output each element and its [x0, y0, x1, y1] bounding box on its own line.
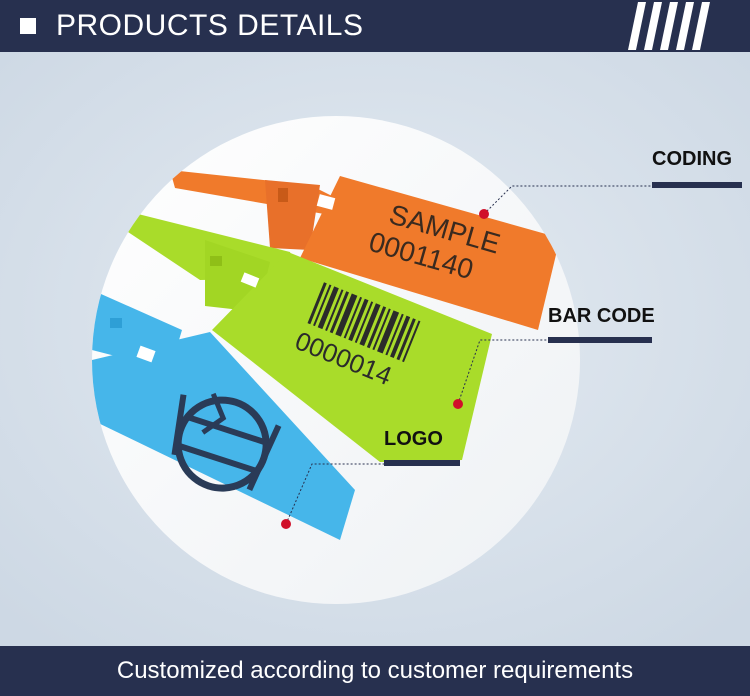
footer-text: Customized according to customer require… [116, 657, 634, 684]
barcode-marker-icon [453, 399, 463, 409]
page-title: PRODUCTS DETAILS [56, 9, 364, 42]
callout-logo: LOGO [384, 428, 443, 450]
header-bar: PRODUCTS DETAILS [0, 0, 750, 52]
callout-coding: CODING [652, 148, 732, 170]
blue-tag [92, 290, 355, 540]
orange-tag [170, 170, 560, 330]
callout-bar-code-underline [548, 337, 652, 343]
callout-bar-code: BAR CODE [548, 305, 655, 327]
green-tag [128, 212, 492, 462]
coding-leader-line [483, 185, 740, 215]
product-photo: SAMPLE 0001140 0000014 [0, 52, 750, 646]
callout-coding-underline [652, 182, 742, 188]
coding-marker-icon [479, 209, 489, 219]
footer-bar: Customized according to customer require… [0, 646, 750, 696]
callout-logo-underline [384, 460, 460, 466]
logo-mark-icon [171, 392, 282, 492]
stripes-decoration-icon [628, 2, 710, 50]
square-bullet-icon [20, 18, 36, 34]
logo-marker-icon [281, 519, 291, 529]
barcode-mark [307, 282, 421, 363]
